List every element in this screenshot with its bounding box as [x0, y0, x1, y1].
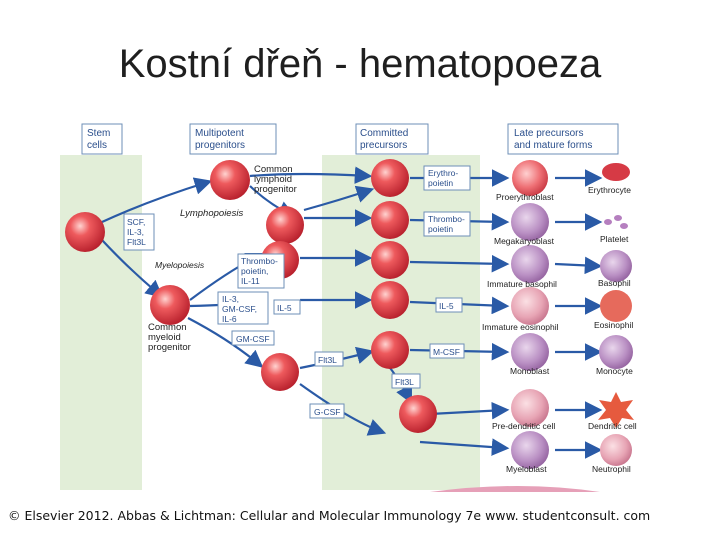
svg-text:cells: cells [87, 140, 107, 151]
svg-text:Common: Common [148, 322, 187, 333]
monocyte-cell [599, 335, 633, 369]
svg-text:progenitor: progenitor [148, 342, 191, 353]
committed-precursor-cell [371, 159, 409, 197]
common-lymphoid-progenitor-cell [210, 160, 250, 200]
mature-cell-label: Platelet [600, 234, 629, 244]
svg-text:Thrombo-: Thrombo- [428, 214, 465, 224]
cytokine-box-m-csf: M-CSF [429, 343, 465, 359]
cytokine-box-stem: SCF, IL-3, Flt3L [123, 213, 155, 251]
svg-text:myeloid: myeloid [148, 332, 181, 343]
mature-cell-label: Eosinophil [594, 320, 633, 330]
precursor-label: Proerythroblast [496, 192, 554, 202]
mature-cell-label: Basophil [598, 278, 631, 288]
svg-text:Common: Common [254, 164, 293, 175]
svg-text:Committed: Committed [360, 128, 408, 139]
svg-text:M-CSF: M-CSF [433, 347, 460, 357]
svg-text:IL-6: IL-6 [222, 314, 237, 324]
precursor-label: Pre-dendritic cell [492, 421, 555, 431]
cytokine-box-il5-b: IL-5 [435, 297, 463, 313]
svg-text:Stem: Stem [87, 128, 110, 139]
monoblast-cell [511, 333, 549, 371]
basophil-cell [600, 250, 632, 282]
progenitor-cell [266, 206, 304, 244]
svg-text:Thrombo-: Thrombo- [241, 256, 278, 266]
common-lymphoid-progenitor-label: Common lymphoid progenitor [254, 164, 297, 195]
immature-eosinophil-cell [511, 287, 549, 325]
mature-cell-label: Erythrocyte [588, 185, 631, 195]
committed-precursor-cell [371, 331, 409, 369]
stem-cell [65, 212, 105, 252]
cytokine-box-g-csf: G-CSF [309, 403, 345, 419]
committed-precursor-cell [371, 201, 409, 239]
svg-text:poietin,: poietin, [241, 266, 268, 276]
mature-cell-label: Monocyte [596, 366, 633, 376]
cytokine-box-flt3l-b: Flt3L [391, 373, 421, 389]
svg-text:GM-CSF,: GM-CSF, [222, 304, 257, 314]
svg-text:poietin: poietin [428, 224, 453, 234]
mature-cell-label: Dendritic cell [588, 421, 637, 431]
committed-precursor-cell [371, 281, 409, 319]
cytokine-box-erythropoietin: Erythro- poietin [423, 165, 471, 191]
svg-text:IL-3,: IL-3, [222, 294, 239, 304]
svg-text:progenitors: progenitors [195, 140, 245, 151]
megakaryoblast-cell [511, 203, 549, 241]
pre-dendritic-cell [511, 389, 549, 427]
svg-text:Multipotent: Multipotent [195, 128, 244, 139]
myeloblast-cell [511, 431, 549, 469]
slide-title: Kostní dřeň - hematopoeza [118, 42, 602, 86]
erythrocyte-cell [602, 163, 630, 181]
svg-text:precursors: precursors [360, 140, 407, 151]
svg-text:Late precursors: Late precursors [514, 128, 583, 139]
platelet-cells [604, 215, 628, 229]
cytokine-box-flt3l-a: Flt3L [314, 351, 344, 367]
svg-text:GM-CSF: GM-CSF [236, 334, 270, 344]
cytokine-box-thrombopoietin: Thrombo- poietin [423, 211, 471, 237]
column-header-stem: Stem cells [81, 123, 123, 155]
column-header-committed: Committed precursors [355, 123, 429, 155]
precursor-label: Immature basophil [487, 279, 557, 289]
svg-text:Flt3L: Flt3L [127, 237, 146, 247]
progenitor-cell [261, 353, 299, 391]
precursor-label: Monoblast [510, 366, 550, 376]
svg-text:G-CSF: G-CSF [314, 407, 340, 417]
svg-text:poietin: poietin [428, 178, 453, 188]
svg-text:and mature forms: and mature forms [514, 140, 592, 151]
mature-cell-label: Neutrophil [592, 464, 631, 474]
svg-text:IL-5: IL-5 [277, 303, 292, 313]
svg-text:Erythro-: Erythro- [428, 168, 458, 178]
copyright-caption: © Elsevier 2012. Abbas & Lichtman: Cellu… [8, 508, 651, 523]
svg-text:IL-3,: IL-3, [127, 227, 144, 237]
column-header-multipotent: Multipotent progenitors [189, 123, 277, 155]
common-myeloid-progenitor-label: Common myeloid progenitor [148, 322, 191, 353]
column-header-late: Late precursors and mature forms [507, 123, 619, 155]
committed-precursor-cell [371, 241, 409, 279]
stem-cell-band [60, 155, 142, 490]
cytokine-box-gm-csf: GM-CSF [231, 330, 275, 346]
cytokine-box-thrombopoietin-il11: Thrombo- poietin, IL-11 [237, 253, 285, 289]
immature-basophil-cell [511, 245, 549, 283]
svg-text:IL-11: IL-11 [241, 276, 260, 286]
svg-text:SCF,: SCF, [127, 217, 145, 227]
myelopoiesis-label: Myelopoiesis [155, 260, 205, 270]
cytokine-box-il3-gmcsf-il6: IL-3, GM-CSF, IL-6 [217, 291, 269, 325]
precursor-label: Myeloblast [506, 464, 547, 474]
svg-text:Flt3L: Flt3L [318, 355, 337, 365]
precursor-label: Immature eosinophil [482, 322, 559, 332]
svg-text:Flt3L: Flt3L [395, 377, 414, 387]
common-myeloid-progenitor-cell [150, 285, 190, 325]
svg-text:lymphoid: lymphoid [254, 174, 292, 185]
lymphopoiesis-label: Lymphopoiesis [180, 208, 243, 219]
precursor-label: Megakaryoblast [494, 236, 555, 246]
svg-text:IL-5: IL-5 [439, 301, 454, 311]
committed-precursor-cell [399, 395, 437, 433]
eosinophil-cell [600, 290, 632, 322]
proerythroblast-cell [512, 160, 548, 196]
neutrophil-cell [600, 434, 632, 466]
cytokine-box-il5-a: IL-5 [273, 299, 301, 315]
svg-text:progenitor: progenitor [254, 184, 297, 195]
dendritic-cell [598, 392, 634, 428]
